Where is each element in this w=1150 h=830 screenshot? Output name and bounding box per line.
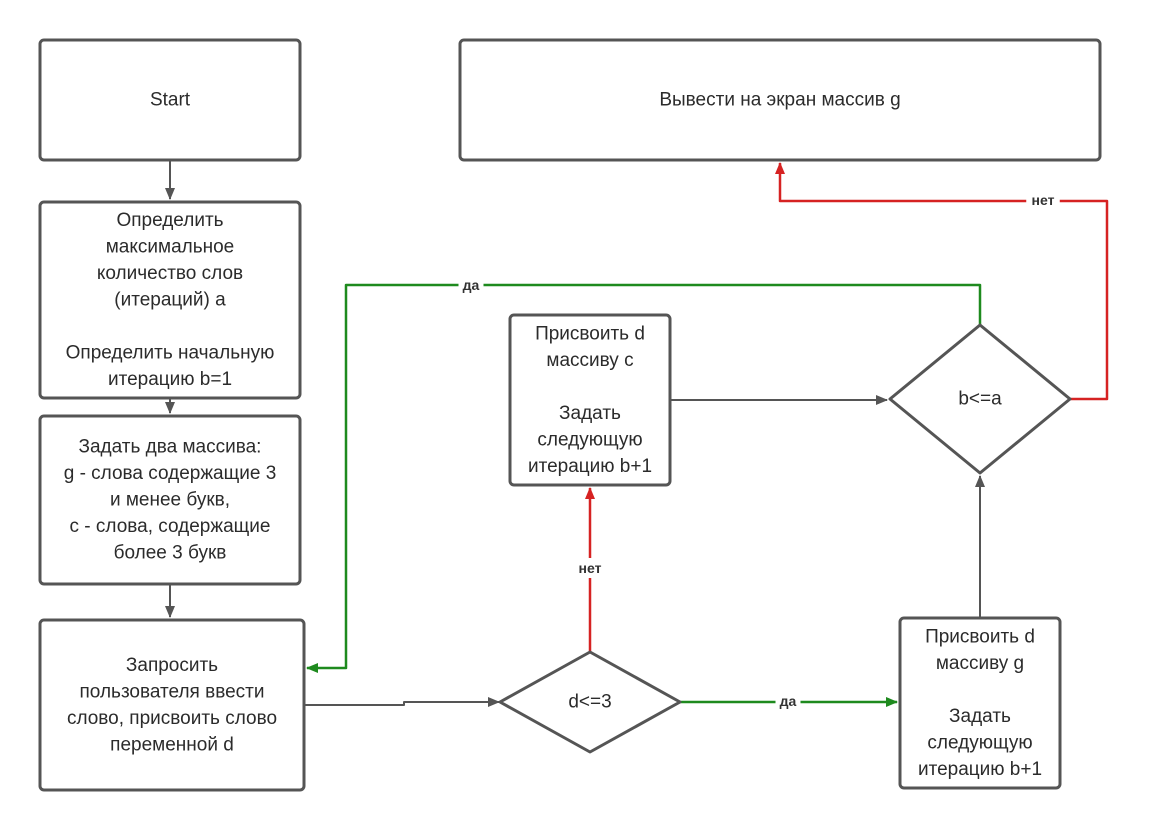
process-shape [38, 200, 302, 400]
node-output: Вывести на экран массив g [458, 38, 1102, 162]
edge-label-background [1026, 190, 1060, 210]
node-text-line: массиву g [936, 653, 1024, 674]
process-shape [898, 616, 1062, 790]
node-assign-c: Присвоить d массиву c Задать следующую итера… [508, 313, 672, 487]
node-text-line: b<=a [958, 389, 1002, 410]
node-text-line: g - слова содержащие 3 [64, 463, 277, 484]
node-text-line: следующую [537, 429, 642, 450]
node-text-line: Определить [116, 210, 223, 231]
decision-shape [888, 323, 1072, 475]
node-text-line: следующую [927, 732, 1032, 753]
node-text-line: (итераций) a [114, 290, 226, 311]
edge-label-background [573, 558, 607, 578]
node-text-line: итерацию b+1 [528, 456, 652, 477]
process-shape [458, 38, 1102, 162]
edge-label-cond-d-yes: да [780, 693, 797, 709]
node-text-line: Присвоить d [925, 626, 1035, 647]
node-text-line: более 3 букв [114, 543, 227, 564]
node-text-line: Запросить [126, 655, 218, 676]
node-text-line: массиву c [546, 350, 633, 371]
node-text-line: Задать [949, 706, 1011, 727]
node-text-line: количество слов [97, 263, 243, 284]
process-shape [38, 618, 306, 792]
node-cond-b: b<=a [888, 323, 1072, 475]
node-text-line: Вывести на экран массив g [659, 90, 900, 111]
edge-labels-layer: да нет да нет [458, 190, 1060, 711]
node-text-line: Присвоить d [535, 323, 645, 344]
node-text-line: Задать два массива: [79, 437, 262, 458]
edge-label-cond-b-yes: да [463, 277, 480, 293]
node-assign-g: Присвоить d массиву g Задать следующую итера… [898, 616, 1062, 790]
node-text-line: переменной d [110, 734, 234, 755]
node-text-line: пользователя ввести [80, 681, 265, 702]
node-text-line: Определить начальную [66, 343, 275, 364]
edge-label-cond-b-no: нет [1032, 192, 1055, 208]
process-shape [38, 38, 302, 162]
node-init: Определить максимальное количество слов (ит… [38, 200, 302, 400]
node-text-line: Задать [559, 403, 621, 424]
edge-label-cond-d-no: нет [579, 560, 602, 576]
process-shape [38, 414, 302, 586]
node-start: Start [38, 38, 302, 162]
node-arrays: Задать два массива: g - слова содержащие … [38, 414, 302, 586]
edge-cond-b-no [775, 162, 1109, 401]
node-text-line: и менее букв, [110, 490, 230, 511]
node-text-line: слово, присвоить слово [67, 708, 277, 729]
edge-cond-b-yes [306, 283, 982, 673]
edge-label-background [458, 275, 484, 295]
node-text-line: c - слова, содержащие [70, 516, 271, 537]
node-text-line: итерацию b+1 [918, 759, 1042, 780]
edge-label-background [775, 691, 801, 711]
node-text-line: Start [150, 90, 191, 111]
edge-input-to-cond-d [304, 697, 500, 707]
process-shape [508, 313, 672, 487]
node-text-line: максимальное [106, 237, 235, 258]
node-input: Запросить пользователя ввести слово, присв… [38, 618, 306, 792]
node-text-line: d<=3 [568, 692, 611, 713]
node-text-line: итерацию b=1 [108, 369, 232, 390]
node-cond-d: d<=3 [498, 650, 682, 754]
decision-shape [498, 650, 682, 754]
